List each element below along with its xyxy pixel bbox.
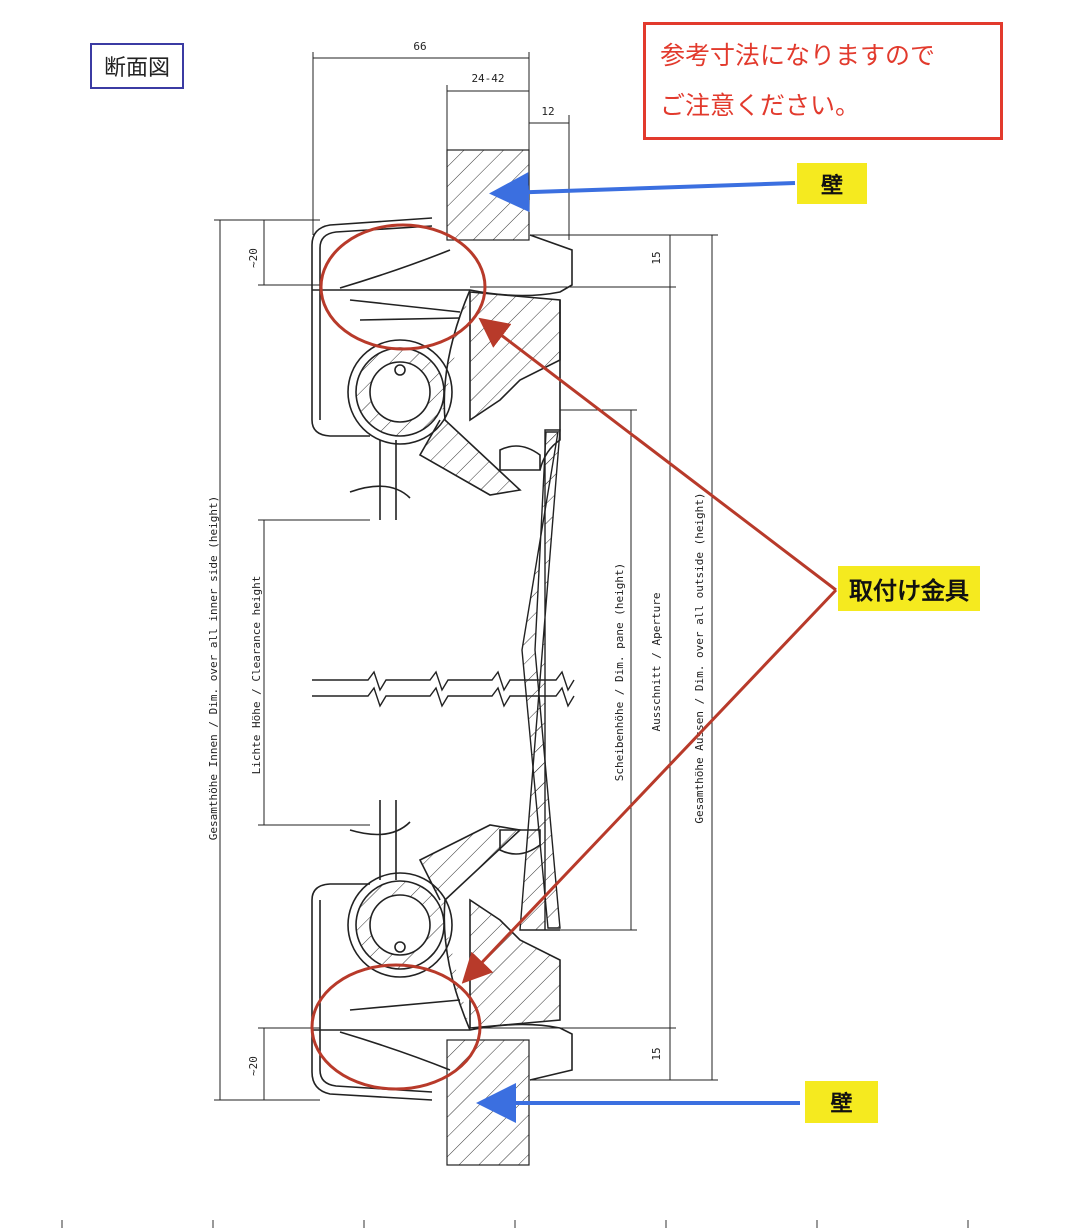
frame-profile-top xyxy=(311,217,573,520)
left-dimensions xyxy=(214,219,370,1101)
top-dimensions xyxy=(312,52,570,240)
frame-profile-bottom xyxy=(311,800,573,1101)
roller-bottom xyxy=(347,872,453,978)
vtext-aperture: Ausschnitt / Aperture xyxy=(650,592,663,731)
bracket-circle-top xyxy=(319,223,487,351)
dim-left-bottom: ~20 xyxy=(247,1056,260,1076)
bracket-pointer-lines xyxy=(461,317,838,984)
dim-left-top: ~20 xyxy=(247,248,260,268)
roller-top xyxy=(347,339,453,445)
reference-note: 参考寸法になりますので ご注意ください。 xyxy=(643,22,1003,140)
note-line-1: 参考寸法になりますので xyxy=(660,41,936,70)
bracket-circle-bottom xyxy=(310,963,482,1091)
dim-right-top: 15 xyxy=(650,251,663,264)
wall-arrows xyxy=(476,172,800,1123)
section-view-label: 断面図 xyxy=(90,43,184,89)
center-break-lines xyxy=(312,670,575,708)
dim-24-42: 24-42 xyxy=(471,72,504,85)
mounting-bracket-tag: 取付け金具 xyxy=(838,566,980,611)
dim-12: 12 xyxy=(541,105,554,118)
dim-right-bottom: 15 xyxy=(650,1047,663,1060)
bottom-ticks xyxy=(61,1220,969,1228)
vtext-outer-total: Gesamthöhe Aussen / Dim. over all outsid… xyxy=(693,492,706,823)
note-line-2: ご注意ください。 xyxy=(660,91,861,120)
wall-tag-bottom: 壁 xyxy=(805,1081,878,1123)
wall-tag-top: 壁 xyxy=(797,163,867,204)
vtext-inner-total: Gesamthöhe Innen / Dim. over all inner s… xyxy=(207,496,220,840)
dim-66: 66 xyxy=(413,40,426,53)
vtext-clearance: Lichte Höhe / Clearance height xyxy=(250,576,263,775)
vtext-pane: Scheibenhöhe / Dim. pane (height) xyxy=(613,563,626,782)
right-dimensions xyxy=(470,234,718,1081)
